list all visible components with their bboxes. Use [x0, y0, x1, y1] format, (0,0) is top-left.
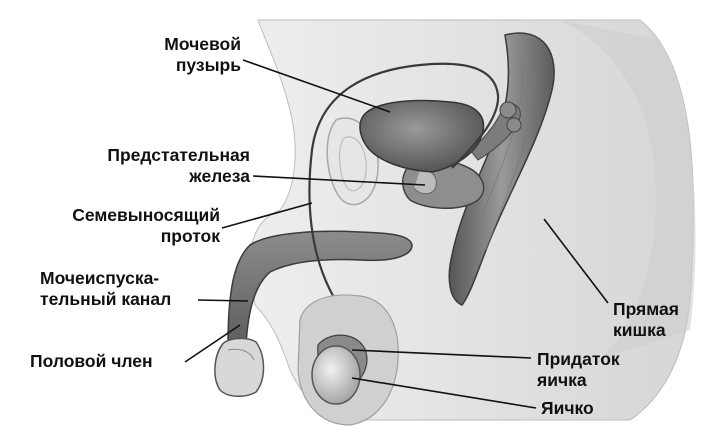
- label-prostate: Предстательная железа: [70, 145, 250, 187]
- label-rectum-line-2: кишка: [613, 320, 666, 340]
- label-testis: Яичко: [541, 398, 641, 419]
- label-rectum-line-1: Прямая: [613, 299, 679, 319]
- label-prostate-line-1: Предстательная: [107, 145, 250, 165]
- leader-prostate: [252, 175, 426, 186]
- label-bladder: Мочевой пузырь: [116, 34, 241, 76]
- testis: [311, 345, 361, 405]
- label-vas-line-1: Семевыносящий: [72, 205, 220, 225]
- label-vas-deferens: Семевыносящий проток: [38, 205, 220, 247]
- leader-rectum: [543, 218, 609, 304]
- label-penis-line-1: Половой член: [30, 351, 153, 371]
- label-vas-line-2: проток: [160, 226, 220, 246]
- leader-lines: [184, 59, 609, 409]
- leader-penis: [184, 324, 241, 363]
- glans: [214, 337, 265, 397]
- leader-urethra: [197, 299, 249, 302]
- bladder: [359, 99, 485, 173]
- back-shading: [560, 20, 696, 360]
- label-urethra: Мочеиспуска- тельный канал: [40, 268, 200, 310]
- leader-epididymis: [351, 349, 532, 359]
- label-bladder-line-1: Мочевой: [164, 34, 241, 54]
- leader-testis: [351, 377, 537, 409]
- label-penis: Половой член: [30, 351, 190, 372]
- label-urethra-line-1: Мочеиспуска-: [40, 268, 160, 288]
- leader-vas: [221, 202, 313, 229]
- label-bladder-line-2: пузырь: [175, 55, 241, 75]
- label-urethra-line-2: тельный канал: [40, 289, 172, 309]
- label-testis-line-1: Яичко: [541, 398, 594, 418]
- label-epididymis-line-1: Придаток: [537, 349, 620, 369]
- leader-bladder: [242, 59, 391, 113]
- label-rectum: Прямая кишка: [613, 299, 723, 341]
- label-epididymis: Придаток яичка: [537, 349, 647, 391]
- label-prostate-line-2: железа: [189, 166, 250, 186]
- vas-deferens: [308, 62, 500, 346]
- label-epididymis-line-2: яичка: [537, 370, 587, 390]
